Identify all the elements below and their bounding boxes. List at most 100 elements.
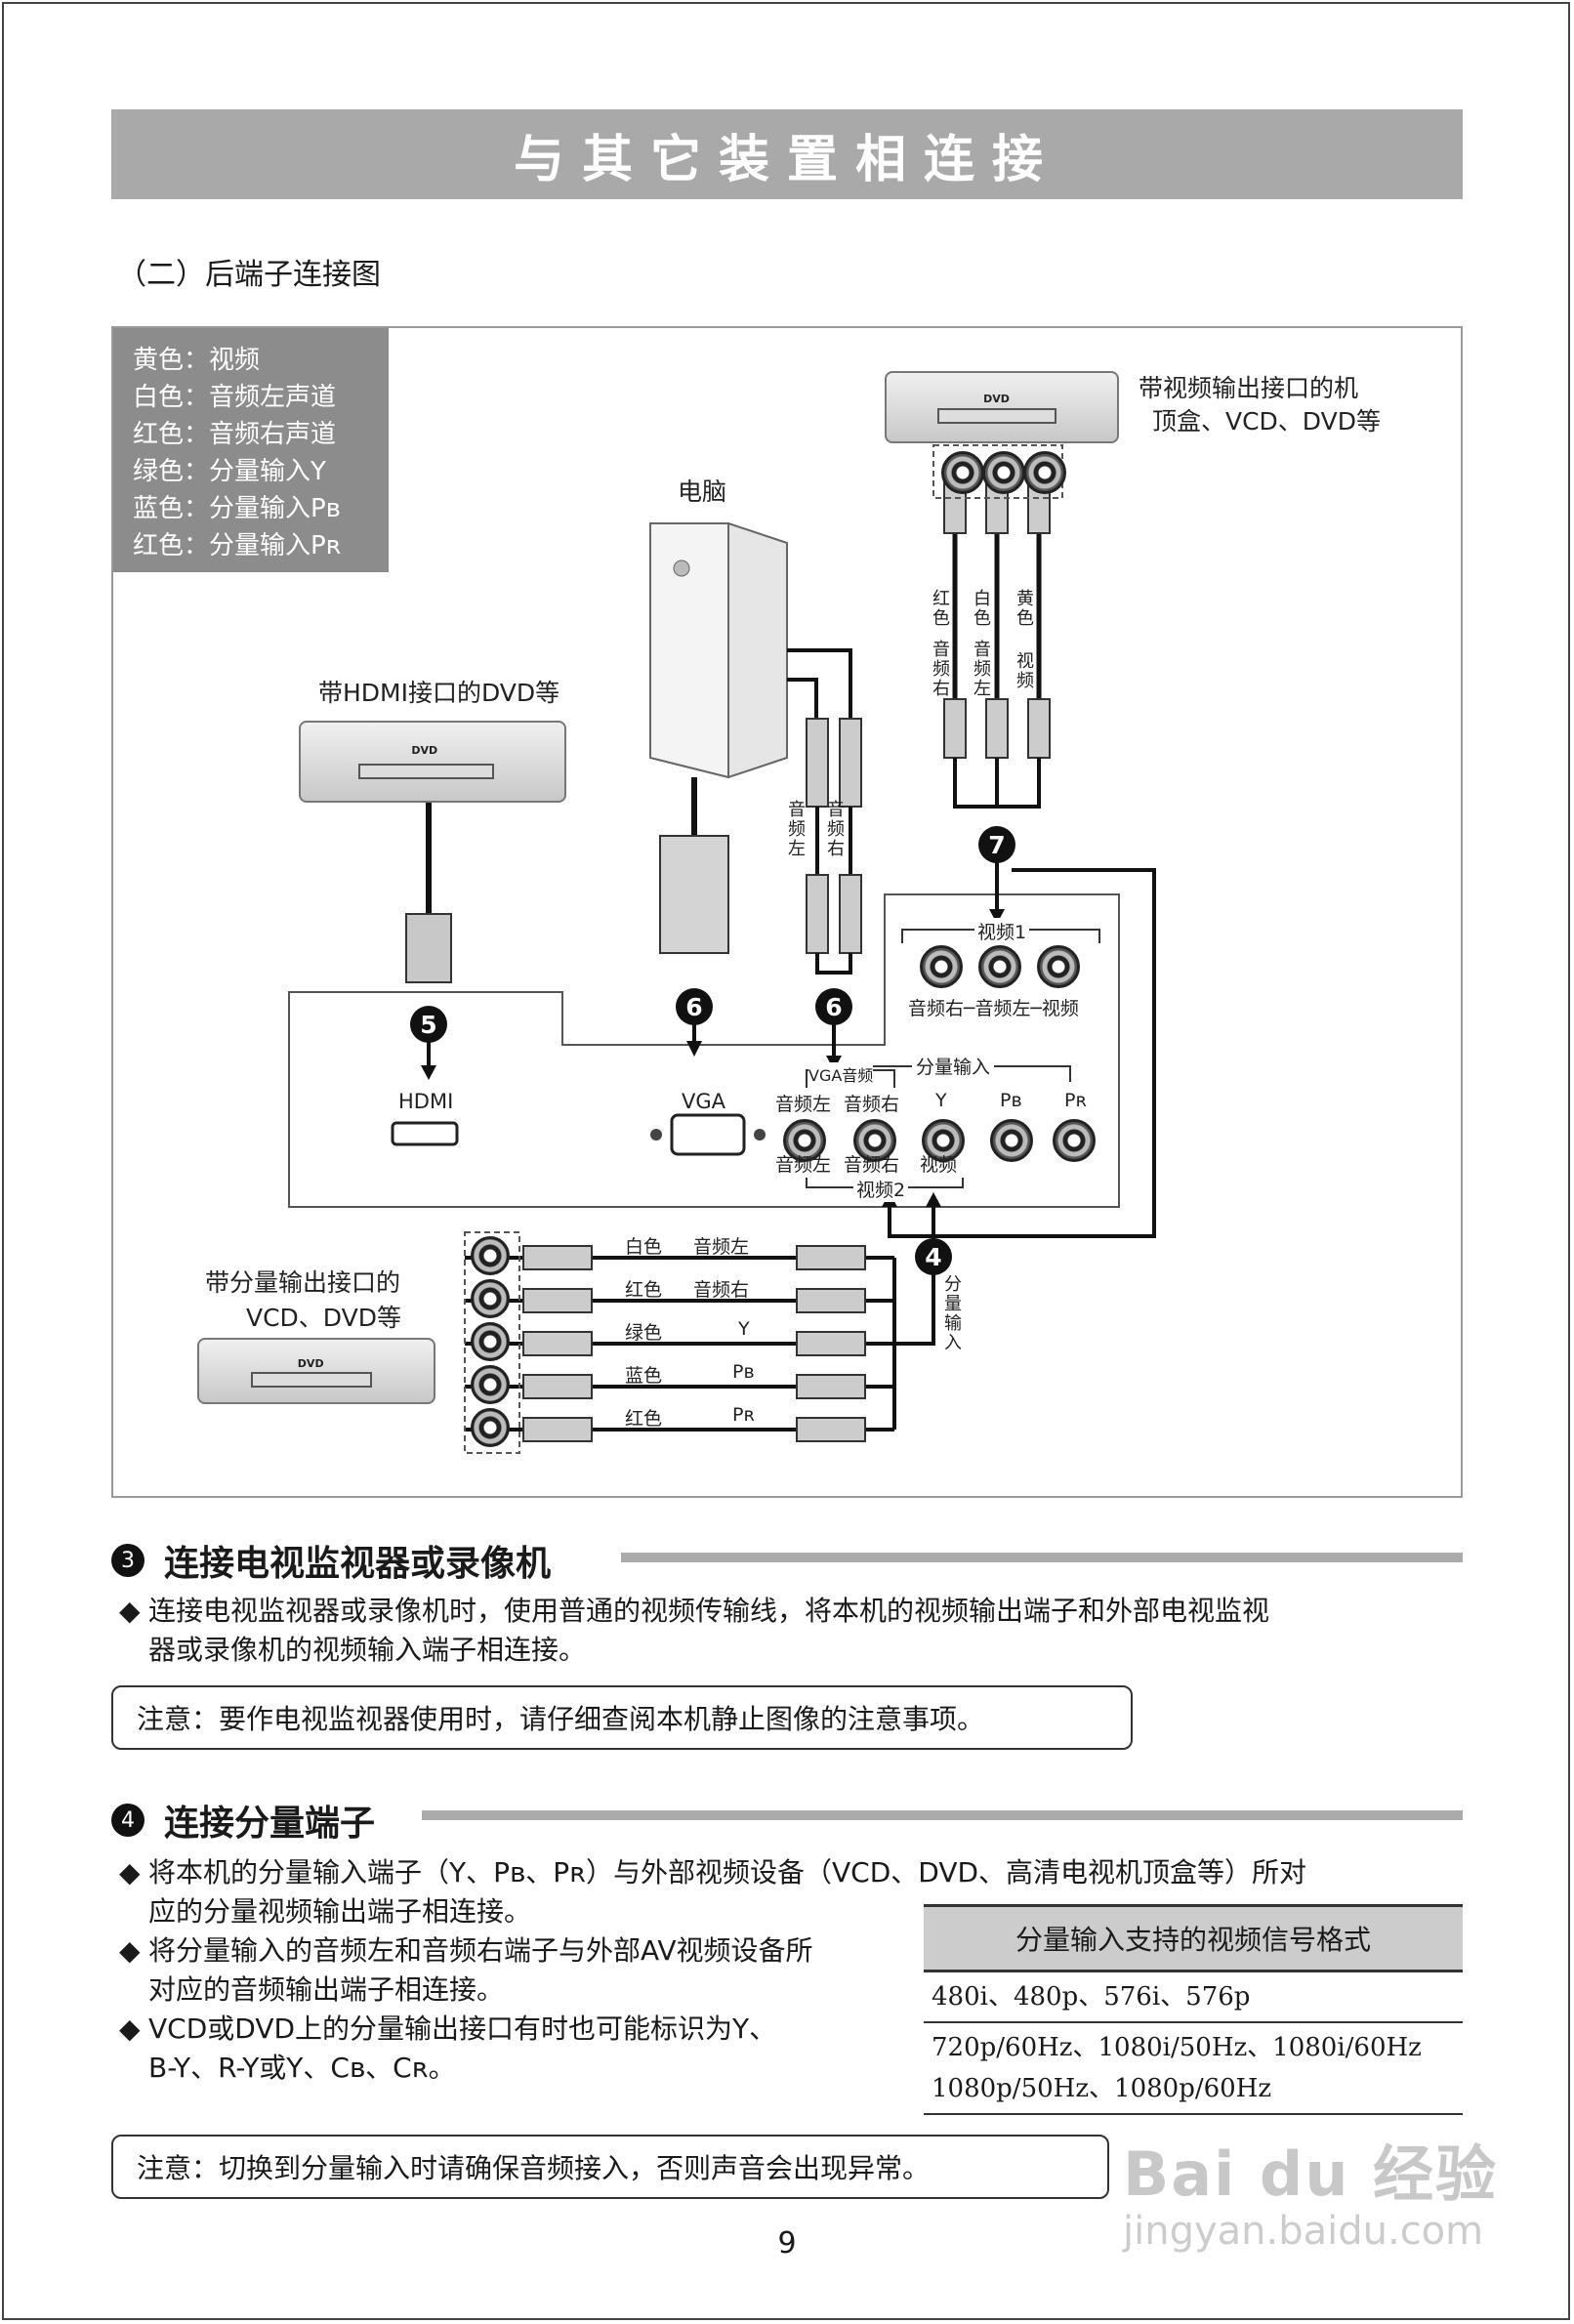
section-4-note: 注意：切换到分量输入时请确保音频接入，否则声音会出现异常。 <box>111 2135 1109 2199</box>
comp-cable-signal: Pʙ <box>732 1361 755 1383</box>
badge-7: 7 <box>978 826 1015 863</box>
stb-white-port <box>982 451 1025 494</box>
badge-4: 4 <box>915 1238 952 1275</box>
pb-label: Pʙ <box>1000 1090 1022 1111</box>
video1-title: 视频1 <box>974 918 1030 944</box>
section-4-b1-line2: 应的分量视频输出端子相连接。 <box>148 1895 532 1928</box>
comp-out-port <box>471 1322 510 1361</box>
section-4-b3-line1: VCD或DVD上的分量输出接口有时也可能标识为Y、 <box>148 2013 777 2045</box>
watermark-logo: Bai du 经验 <box>1123 2138 1499 2210</box>
format-table-row: 720p/60Hz、1080i/50Hz、1080i/60Hz 1080p/50… <box>924 2023 1463 2115</box>
comp-cable-color: 红色 <box>625 1279 663 1301</box>
section-3-bullet-line2: 器或录像机的视频输入端子相连接。 <box>148 1634 587 1666</box>
video1-audio-left-port <box>978 945 1021 988</box>
comp-cable-signal: 音频右 <box>693 1279 750 1301</box>
pc-audio-left-label: 音频左 <box>788 800 806 859</box>
comp-out-port <box>471 1279 510 1318</box>
legend-item: 绿色：分量输入Y <box>133 457 326 486</box>
comp-cable-color: 绿色 <box>625 1322 663 1344</box>
pc-label: 电脑 <box>678 477 727 506</box>
vga-port-label: VGA <box>682 1090 726 1113</box>
dvd-logo: DVD <box>983 392 1010 405</box>
diagram-wiring <box>288 444 1156 1454</box>
comp-device-label-line1: 带分量输出接口的 <box>205 1268 401 1297</box>
cable-white-label: 白色 <box>973 589 991 629</box>
component-dvd-device: DVD <box>197 1338 435 1404</box>
section-4-rule <box>422 1810 1463 1820</box>
dvd-logo: DVD <box>297 1356 324 1370</box>
y-label: Y <box>935 1090 947 1111</box>
video2-title: 视频2 <box>853 1176 909 1202</box>
stb-red-port <box>941 451 984 494</box>
page-title-banner: 与其它装置相连接 <box>111 109 1463 199</box>
section-4-heading: 4 连接分量端子 <box>111 1795 394 1846</box>
audio-right-port <box>853 1119 896 1162</box>
legend-item: 白色：音频左声道 <box>133 383 337 412</box>
comp-cable-signal: 音频左 <box>693 1236 750 1258</box>
hdmi-dvd-device: DVD <box>299 721 566 803</box>
y-port <box>922 1119 965 1162</box>
comp-out-port <box>471 1236 510 1275</box>
video1-audio-right-port <box>920 945 963 988</box>
legend-item: 黄色：视频 <box>133 346 261 375</box>
badge-6-audio: 6 <box>815 988 852 1025</box>
comp-cable-signal: Y <box>738 1318 750 1340</box>
section-4-b1-line1: 将本机的分量输入端子（Y、Pʙ、Pʀ）与外部视频设备（VCD、DVD、高清电视机… <box>148 1856 1307 1888</box>
cable-white-signal: 音频左 <box>973 640 991 699</box>
component-title: 分量输入 <box>912 1053 995 1079</box>
watermark-url: jingyan.baidu.com <box>1123 2209 1484 2254</box>
cable-yellow-label: 黄色 <box>1016 589 1034 629</box>
page-title: 与其它装置相连接 <box>513 130 1060 189</box>
stb-label-line1: 带视频输出接口的机 <box>1139 374 1359 402</box>
badge-6-vga: 6 <box>676 988 713 1025</box>
video1-video-port <box>1037 945 1080 988</box>
format-row-2-line1: 720p/60Hz、1080i/50Hz、1080i/60Hz <box>932 2033 1422 2062</box>
connection-diagram: 黄色：视频 白色：音频左声道 红色：音频右声道 绿色：分量输入Y 蓝色：分量输入… <box>111 326 1463 1498</box>
comp-out-port <box>471 1365 510 1404</box>
video1-port-labels: 音频右─音频左─视频 <box>908 998 1079 1019</box>
top-audio-right-label: 音频右 <box>844 1094 900 1115</box>
comp-cable-signal: Pʀ <box>732 1404 755 1426</box>
pr-label: Pʀ <box>1064 1090 1087 1111</box>
format-table: 分量输入支持的视频信号格式 480i、480p、576i、576p 720p/6… <box>924 1904 1463 2115</box>
legend-item: 蓝色：分量输入Pʙ <box>133 494 341 523</box>
bottom-audio-right-label: 音频右 <box>844 1154 900 1176</box>
section-4-b2-line2: 对应的音频输出端子相连接。 <box>148 1973 505 2006</box>
hdmi-dvd-label: 带HDMI接口的DVD等 <box>318 679 560 707</box>
pr-port <box>1053 1119 1096 1162</box>
hdmi-port-label: HDMI <box>398 1090 454 1113</box>
section-3-heading: 3 连接电视监视器或录像机 <box>111 1535 570 1586</box>
section-3-number: 3 <box>111 1544 145 1577</box>
cable-yellow-signal: 视频 <box>1016 651 1034 691</box>
comp-cable-color: 蓝色 <box>625 1365 663 1387</box>
stb-label-line2: 顶盒、VCD、DVD等 <box>1152 407 1381 436</box>
section-4-note-text: 注意：切换到分量输入时请确保音频接入，否则声音会出现异常。 <box>137 2152 931 2184</box>
badge-5: 5 <box>410 1006 447 1043</box>
section-4-bullets: ◆将本机的分量输入端子（Y、Pʙ、Pʀ）与外部视频设备（VCD、DVD、高清电视… <box>119 1856 1307 2084</box>
top-audio-left-label: 音频左 <box>775 1094 832 1115</box>
component-vertical-label: 分量输入 <box>944 1274 962 1353</box>
section-3-title: 连接电视监视器或录像机 <box>164 1544 552 1584</box>
section-3-bullet-line1: 连接电视监视器或录像机时，使用普通的视频传输线，将本机的视频输出端子和外部电视监… <box>148 1595 1270 1627</box>
vga-audio-title: VGA音频 <box>808 1062 874 1086</box>
dvd-logo: DVD <box>411 744 438 758</box>
stb-yellow-port <box>1023 451 1066 494</box>
comp-device-label-line2: VCD、DVD等 <box>246 1304 401 1332</box>
bottom-audio-left-label: 音频左 <box>775 1154 832 1176</box>
section-3-rule <box>621 1553 1463 1562</box>
audio-left-port <box>783 1119 826 1162</box>
stb-dvd-device: DVD <box>885 371 1119 443</box>
format-table-header: 分量输入支持的视频信号格式 <box>924 1907 1463 1972</box>
format-table-row: 480i、480p、576i、576p <box>924 1972 1463 2023</box>
pb-port <box>990 1119 1033 1162</box>
cable-red-label: 红色 <box>932 589 950 629</box>
section-4-b3-line2: B-Y、R-Y或Y、Cʙ、Cʀ。 <box>148 2052 456 2084</box>
cable-red-signal: 音频右 <box>932 640 950 699</box>
page-number: 9 <box>777 2226 797 2261</box>
format-row-1: 480i、480p、576i、576p <box>932 1982 1251 2012</box>
section-subtitle: （二）后端子连接图 <box>117 258 381 292</box>
comp-cable-color: 白色 <box>625 1236 663 1258</box>
section-4-b2-line1: 将分量输入的音频左和音频右端子与外部AV视频设备所 <box>148 1934 813 1967</box>
bottom-video-label: 视频 <box>920 1154 958 1176</box>
section-3-note-text: 注意：要作电视监视器使用时，请仔细查阅本机静止图像的注意事项。 <box>137 1703 985 1735</box>
